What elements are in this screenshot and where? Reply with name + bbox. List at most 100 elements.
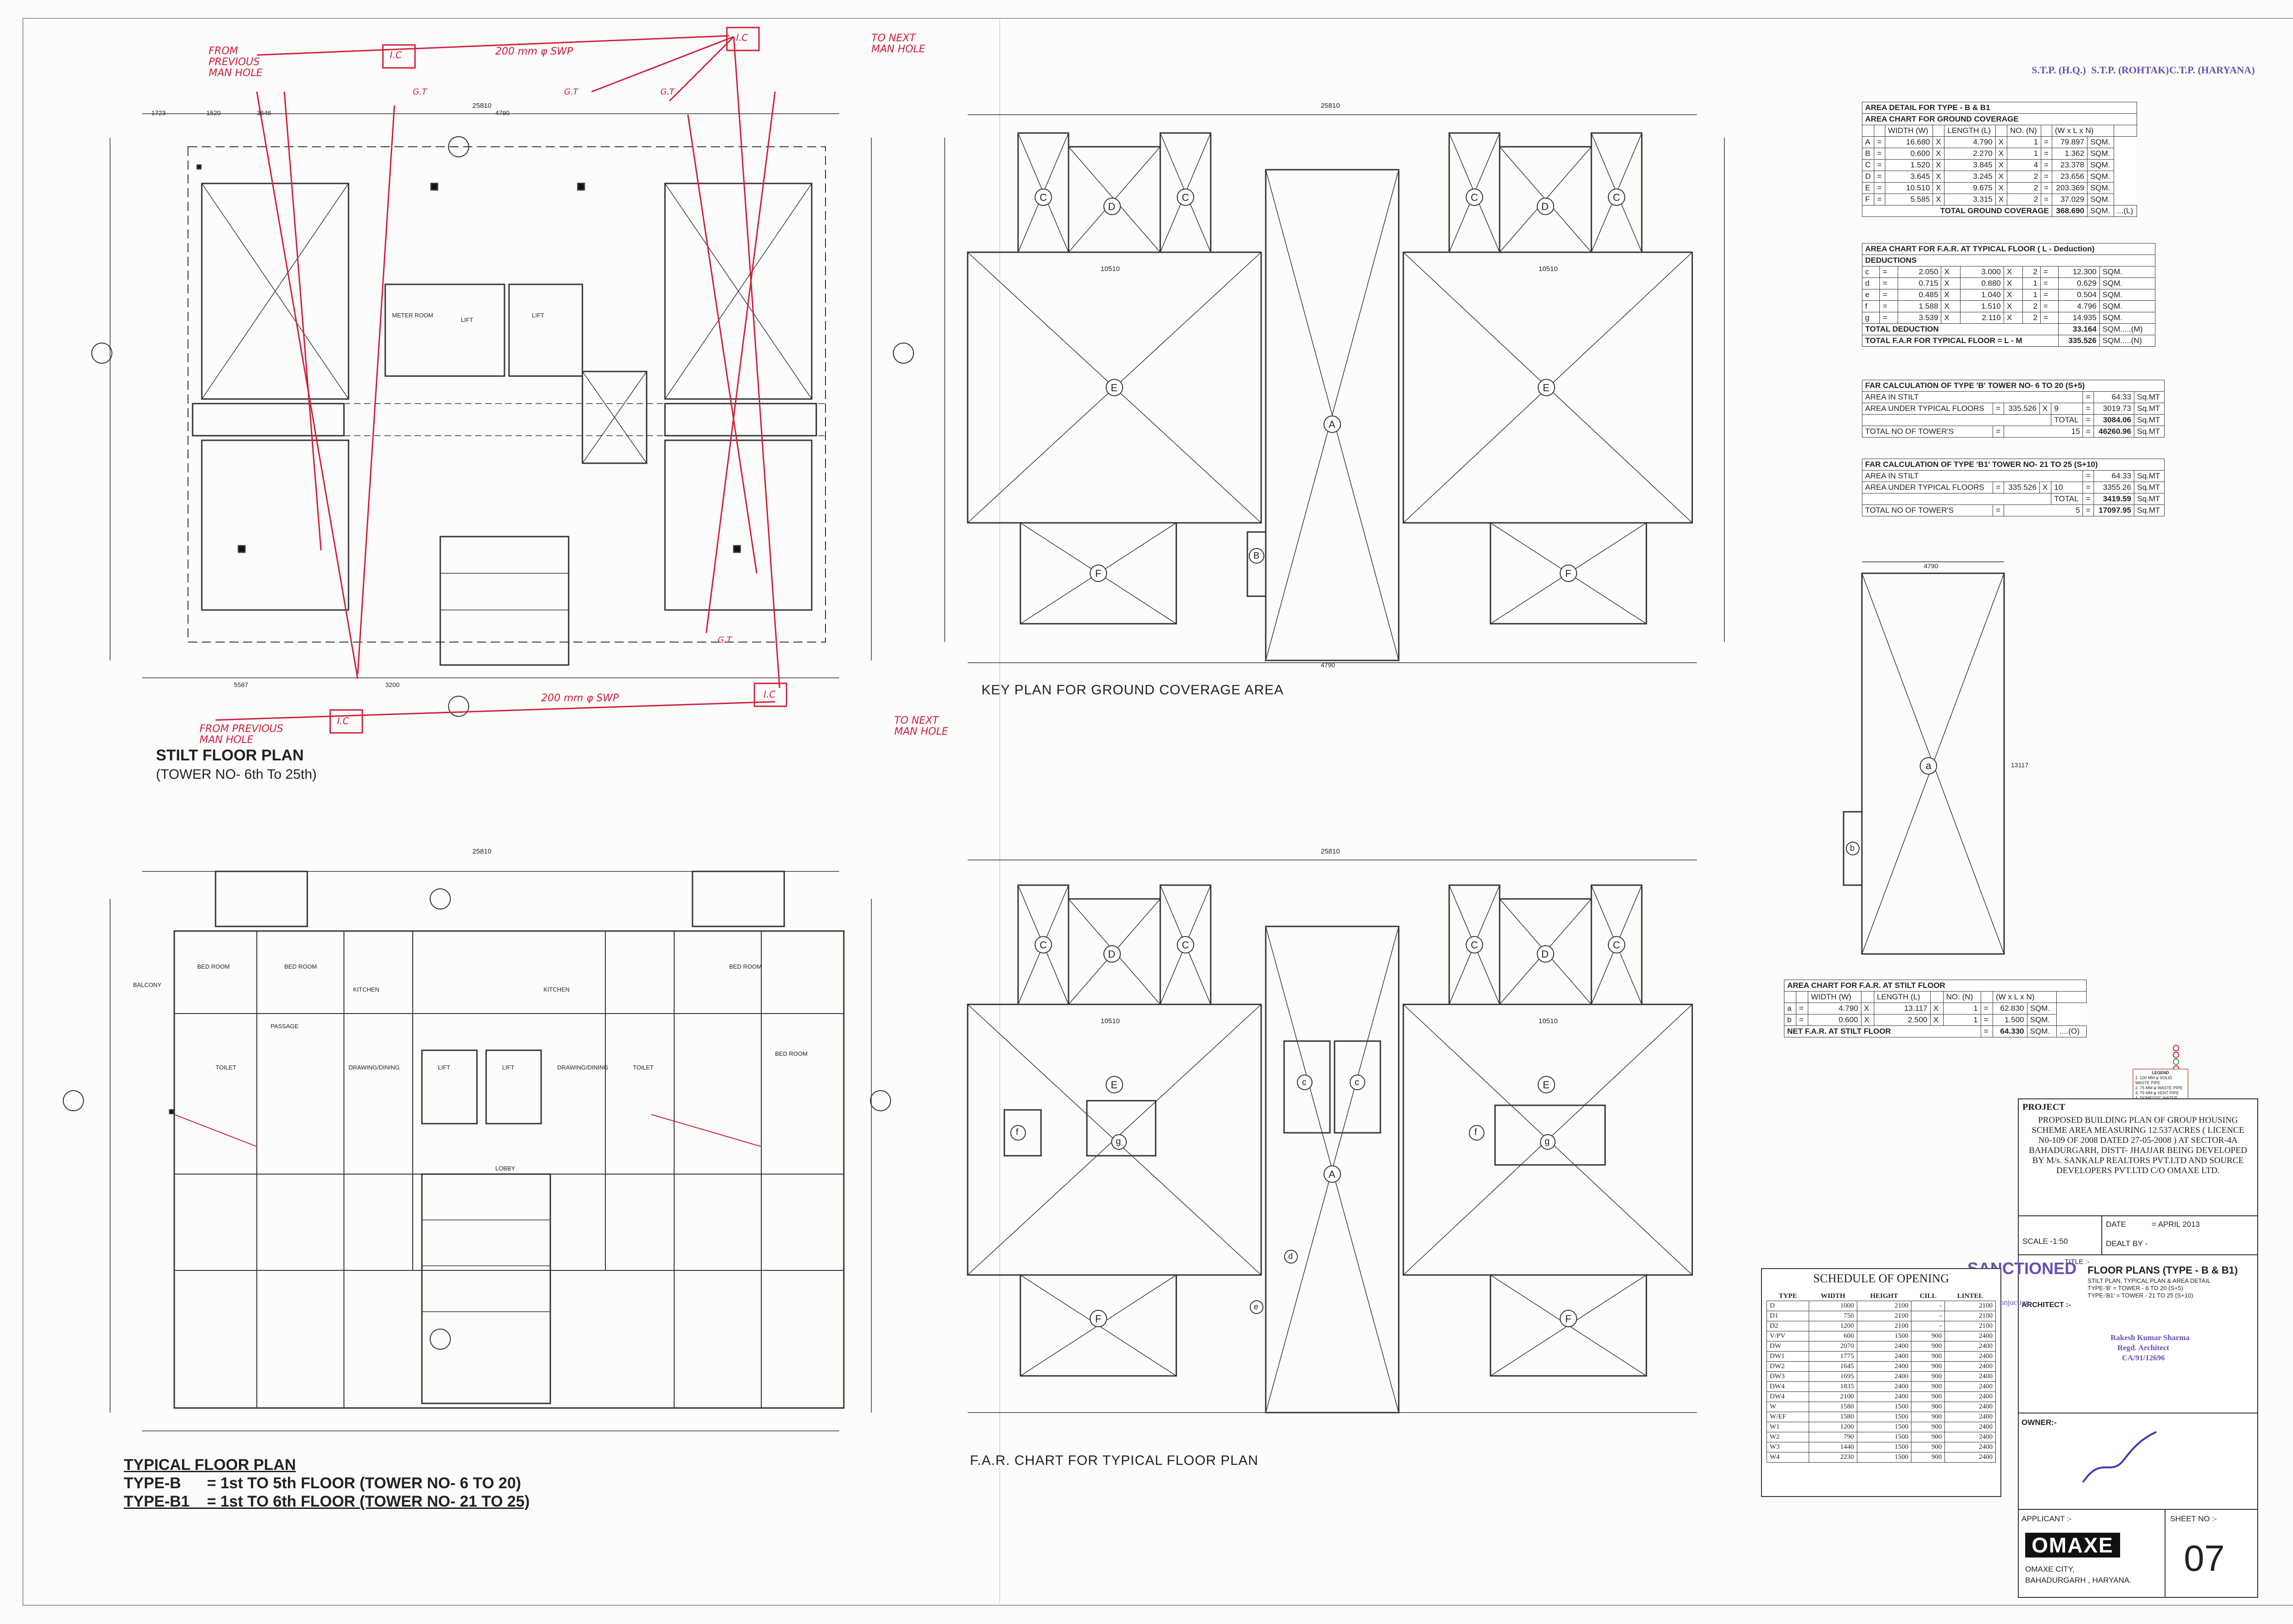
far-chart-diagram xyxy=(967,859,1697,1413)
room-label: LIFT xyxy=(532,312,544,319)
dim-label: 3646 xyxy=(257,109,271,116)
cell: 9 xyxy=(2051,403,2083,415)
stilt-plan-title: STILT FLOOR PLAN xyxy=(156,747,304,764)
cell: 10 xyxy=(2051,482,2083,493)
room-label: TOILET xyxy=(633,1064,654,1071)
table-cell: 0.600 xyxy=(1808,1014,1861,1026)
table-cell: 37.029 xyxy=(2051,194,2088,205)
table-cell: X xyxy=(1933,148,1945,160)
table-cell: 2400 xyxy=(1856,1371,1912,1382)
table-cell: = xyxy=(2040,266,2059,278)
table-cell: 900 xyxy=(1911,1432,1945,1442)
room-label: TOILET xyxy=(216,1064,237,1071)
table-cell: D1 xyxy=(1766,1311,1810,1321)
table-cell: X xyxy=(1995,159,2007,171)
table-cell: W/EF xyxy=(1766,1412,1810,1422)
zone-letter: F xyxy=(1095,568,1102,579)
table-cell: 900 xyxy=(1911,1341,1945,1352)
table-cell: 1645 xyxy=(1809,1361,1857,1372)
table-title: AREA CHART FOR F.A.R. AT TYPICAL FLOOR (… xyxy=(1862,243,2155,255)
table-cell: X xyxy=(1941,277,1961,289)
company-address: BAHADURGARH , HARYANA. xyxy=(2025,1576,2132,1585)
table-cell: X xyxy=(1933,182,1945,194)
row-label: AREA UNDER TYPICAL FLOORS xyxy=(1861,403,1994,415)
table-cell: SQM. xyxy=(2099,289,2156,301)
cell: Sq.MT xyxy=(2134,426,2165,438)
cell: 3019.73 xyxy=(2094,403,2135,415)
project-box: PROJECT PROPOSED BUILDING PLAN OF GROUP … xyxy=(2018,1098,2258,1231)
table-cell: 2400 xyxy=(1944,1432,1996,1442)
table-cell: SQM. xyxy=(2099,300,2156,312)
deduction-label: TOTAL DEDUCTION xyxy=(1862,323,2059,335)
table-cell: 900 xyxy=(1911,1361,1945,1372)
table-cell: 1 xyxy=(1943,1014,1981,1026)
table-cell: D xyxy=(1766,1301,1810,1311)
annotation-ic: I.C xyxy=(337,715,349,726)
table-cell: 4.790 xyxy=(1944,136,1996,148)
total-label: TOTAL F.A.R FOR TYPICAL FLOOR = L - M xyxy=(1862,335,2059,347)
date-label: DATE xyxy=(2106,1220,2127,1229)
table-cell: 0.504 xyxy=(2058,289,2100,301)
table-cell: SQM. xyxy=(2099,266,2156,278)
table-cell: 1 xyxy=(2022,277,2041,289)
column-header: WIDTH (W) xyxy=(1808,991,1861,1003)
sheet-border xyxy=(22,18,2293,1606)
ground-coverage-table: AREA DETAIL FOR TYPE - B & B1 AREA CHART… xyxy=(1861,102,2137,217)
table-cell: = xyxy=(1980,1014,1993,1026)
table-cell: 900 xyxy=(1911,1371,1945,1382)
dim-label: 3200 xyxy=(385,681,400,688)
table-cell: - xyxy=(1911,1321,1945,1331)
table-cell: = xyxy=(2040,312,2059,324)
table-cell: 600 xyxy=(1809,1331,1857,1341)
zone-letter: E xyxy=(1111,1079,1118,1091)
zone-letter: B xyxy=(1253,551,1260,561)
room-label: LIFT xyxy=(502,1064,515,1071)
table-cell: DW3 xyxy=(1766,1371,1810,1382)
table-cell: 1500 xyxy=(1856,1442,1912,1452)
table-cell: 1200 xyxy=(1809,1422,1857,1432)
table-cell: SQM. xyxy=(2087,182,2115,194)
zone-letter: c xyxy=(1302,1077,1307,1087)
dealt-by-label: DEALT BY - xyxy=(2106,1239,2148,1248)
room-label: PASSAGE xyxy=(271,1023,299,1030)
table-cell: 2400 xyxy=(1856,1391,1912,1402)
deduction-tag: SQM.....(M) xyxy=(2099,323,2156,335)
column-header: LENGTH (L) xyxy=(1873,991,1931,1003)
table-cell: 2100 xyxy=(1856,1321,1912,1331)
annotation-gt: G.T xyxy=(413,87,427,97)
table-cell: 1.500 xyxy=(1992,1014,2027,1026)
table-cell: 900 xyxy=(1911,1412,1945,1422)
table-cell: W2 xyxy=(1766,1432,1810,1442)
table-cell: 1.510 xyxy=(1960,300,2004,312)
column-header: LENGTH (L) xyxy=(1944,125,1996,137)
total-tag: ...(L) xyxy=(2114,205,2137,217)
table-cell: 2400 xyxy=(1944,1442,1996,1452)
cell: X xyxy=(2039,403,2052,415)
cell: 64.33 xyxy=(2094,470,2135,482)
row-label: AREA IN STILT xyxy=(1861,470,2083,482)
table-cell: X xyxy=(2003,277,2023,289)
table-cell: 13.117 xyxy=(1873,1003,1931,1014)
table-header-row: WIDTH (W) LENGTH (L) NO. (N) (W x L x N) xyxy=(1784,991,2087,1003)
table-cell: 2400 xyxy=(1856,1361,1912,1372)
cell: Sq.MT xyxy=(2134,482,2165,493)
table-cell: SQM. xyxy=(2087,148,2115,160)
total-value: 335.526 xyxy=(2058,335,2100,347)
project-description: PROPOSED BUILDING PLAN OF GROUP HOUSING … xyxy=(2029,1115,2247,1175)
zone-letter: g xyxy=(1545,1136,1550,1147)
table-cell: 1500 xyxy=(1856,1412,1912,1422)
table-title: FAR CALCULATION OF TYPE 'B' TOWER NO- 6 … xyxy=(1862,380,2165,392)
table-cell: X xyxy=(1941,312,1961,324)
table-cell: = xyxy=(2041,159,2052,171)
table-cell: 1500 xyxy=(1856,1432,1912,1442)
table-title: FAR CALCULATION OF TYPE 'B1' TOWER NO- 2… xyxy=(1862,459,2165,471)
table-cell: SQM. xyxy=(2099,277,2156,289)
deduction-value: 33.164 xyxy=(2058,323,2100,335)
table-cell: 2.110 xyxy=(1960,312,2004,324)
